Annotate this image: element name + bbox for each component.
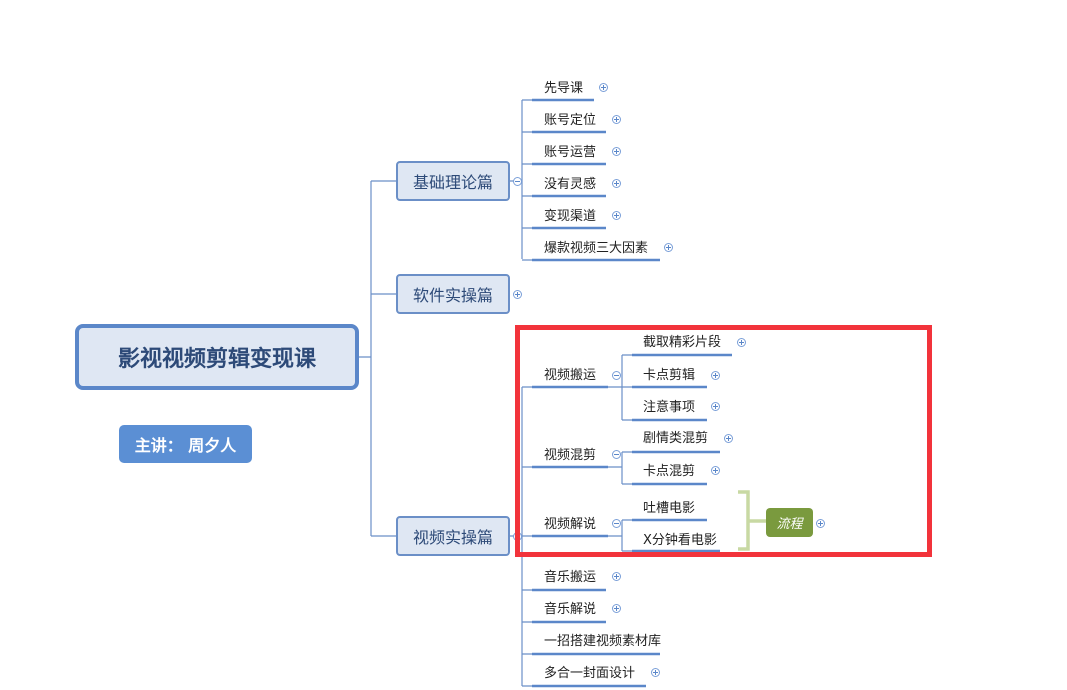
topic-clip-highlights[interactable]: 截取精彩片段	[643, 335, 722, 350]
topic-plot-mix[interactable]: 剧情类混剪	[643, 431, 709, 446]
topic-intro[interactable]: 先导课	[544, 81, 584, 96]
root-topic[interactable]: 影视视频剪辑变现课	[75, 324, 359, 390]
expand-icon[interactable]	[612, 572, 621, 581]
expand-icon[interactable]	[612, 147, 621, 156]
branch-software[interactable]: 软件实操篇	[396, 274, 510, 314]
presenter-badge[interactable]: 主讲： 周夕人	[119, 425, 252, 463]
expand-icon[interactable]	[664, 243, 673, 252]
topic-music-transfer[interactable]: 音乐搬运	[544, 570, 597, 585]
collapse-icon[interactable]	[612, 519, 621, 528]
topic-operation[interactable]: 账号运营	[544, 145, 597, 160]
expand-icon[interactable]	[737, 338, 746, 347]
topic-movie-roast[interactable]: 吐槽电影	[643, 501, 696, 516]
summary-bracket	[738, 490, 766, 551]
highlight-box	[515, 325, 932, 557]
expand-icon[interactable]	[513, 290, 522, 299]
expand-icon[interactable]	[599, 83, 608, 92]
collapse-icon[interactable]	[612, 371, 621, 380]
topic-music-commentary[interactable]: 音乐解说	[544, 602, 597, 617]
branch-video-practice[interactable]: 视频实操篇	[396, 516, 510, 556]
expand-icon[interactable]	[711, 466, 720, 475]
topic-cover-design[interactable]: 多合一封面设计	[544, 666, 636, 681]
topic-notes[interactable]: 注意事项	[643, 400, 696, 415]
topic-beat-edit[interactable]: 卡点剪辑	[643, 368, 696, 383]
topic-viral-factors[interactable]: 爆款视频三大因素	[544, 241, 649, 256]
expand-icon[interactable]	[612, 211, 621, 220]
subgroup-video-commentary[interactable]: 视频解说	[544, 517, 597, 532]
subgroup-video-transfer[interactable]: 视频搬运	[544, 368, 597, 383]
topic-x-minute-movie[interactable]: X分钟看电影	[643, 533, 717, 548]
expand-icon[interactable]	[711, 402, 720, 411]
collapse-icon[interactable]	[612, 450, 621, 459]
expand-icon[interactable]	[816, 519, 825, 528]
topic-monetize[interactable]: 变现渠道	[544, 209, 597, 224]
expand-icon[interactable]	[651, 668, 660, 677]
topic-positioning[interactable]: 账号定位	[544, 113, 597, 128]
collapse-icon[interactable]	[513, 177, 522, 186]
expand-icon[interactable]	[724, 434, 733, 443]
topic-asset-library[interactable]: 一招搭建视频素材库	[544, 634, 662, 649]
branch-basic-theory[interactable]: 基础理论篇	[396, 161, 510, 201]
expand-icon[interactable]	[612, 604, 621, 613]
topic-beat-mix[interactable]: 卡点混剪	[643, 464, 696, 479]
summary-flow[interactable]: 流程	[766, 508, 813, 537]
expand-icon[interactable]	[612, 179, 621, 188]
subgroup-video-mix[interactable]: 视频混剪	[544, 448, 597, 463]
topic-no-inspiration[interactable]: 没有灵感	[544, 177, 597, 192]
expand-icon[interactable]	[711, 371, 720, 380]
expand-icon[interactable]	[612, 115, 621, 124]
